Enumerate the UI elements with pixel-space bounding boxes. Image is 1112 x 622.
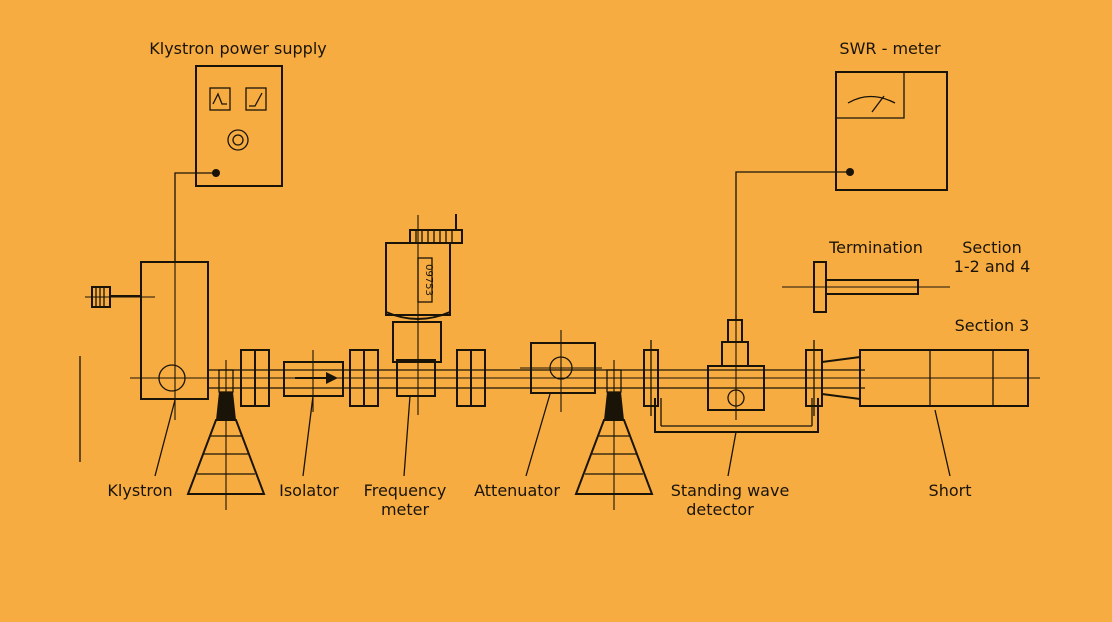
klystron-power-supply	[195, 65, 283, 187]
leader-klystron	[154, 399, 176, 477]
klystron	[79, 250, 209, 462]
label-termination: Termination	[828, 238, 923, 257]
flange-2	[349, 349, 379, 407]
label-section-124-line2: 1-2 and 4	[954, 257, 1031, 276]
frequency-meter-dial-label: 09753	[423, 264, 434, 296]
leader-standing-wave	[727, 431, 737, 477]
attenuator	[520, 330, 602, 412]
power-supply-cable	[174, 172, 216, 262]
label-section-3: Section 3	[955, 316, 1030, 335]
label-attenuator: Attenuator	[474, 481, 560, 500]
swr-meter	[835, 71, 948, 191]
flange-1	[240, 349, 270, 407]
label-isolator: Isolator	[279, 481, 339, 500]
frequency-meter: 09753	[385, 214, 463, 415]
label-klystron: Klystron	[107, 481, 172, 500]
isolator	[283, 350, 344, 412]
leader-attenuator	[525, 393, 551, 477]
label-frequency-meter-line1: Frequency	[364, 481, 447, 500]
waveguide-stand-2	[574, 360, 654, 510]
leader-frequency-meter	[403, 395, 411, 477]
leader-short	[934, 409, 951, 477]
flange-4	[643, 340, 659, 416]
flange-3	[456, 349, 486, 407]
label-standing-wave-line2: detector	[686, 500, 754, 519]
label-swr-meter: SWR - meter	[839, 39, 941, 58]
section-3-flange	[805, 340, 823, 416]
label-standing-wave-line1: Standing wave	[671, 481, 790, 500]
label-section-124-line1: Section	[962, 238, 1021, 257]
swr-meter-cable	[735, 171, 850, 320]
termination	[782, 261, 950, 313]
leader-isolator	[302, 395, 314, 477]
waveguide-stand-1	[186, 360, 266, 510]
standing-wave-detector	[654, 315, 819, 433]
label-klystron-power-supply: Klystron power supply	[149, 39, 327, 58]
short-section	[821, 349, 1029, 407]
label-short: Short	[929, 481, 972, 500]
label-frequency-meter-line2: meter	[381, 500, 430, 519]
